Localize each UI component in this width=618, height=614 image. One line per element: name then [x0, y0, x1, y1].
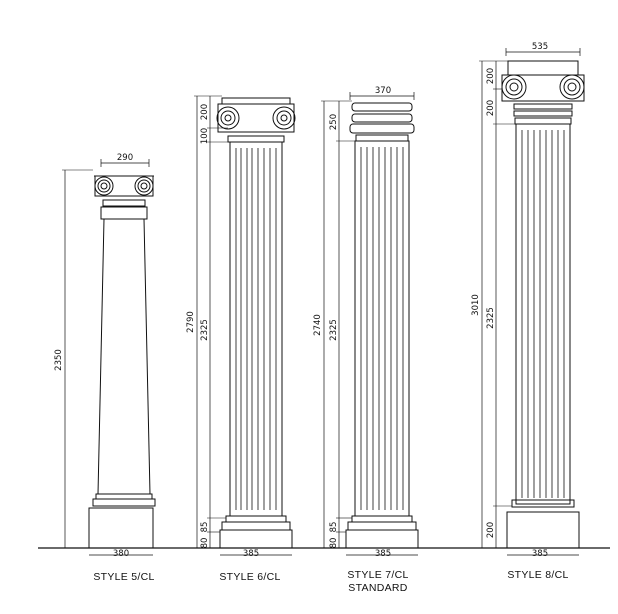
shaft — [354, 140, 410, 517]
base-torus-bottom — [221, 521, 291, 531]
base-torus-bottom — [347, 521, 417, 531]
base-plinth — [345, 529, 419, 549]
dim-base-width: 385 — [375, 549, 391, 559]
column-style-8: 535 3010 200 200 2325 200 385 — [471, 42, 585, 559]
column-style-7: 370 2740 250 2325 85 80 385 — [313, 86, 419, 559]
volute-right-icon — [559, 74, 585, 100]
capital-echinus — [217, 103, 295, 133]
capital-band-3 — [349, 123, 415, 134]
dim-height: 2350 — [54, 349, 64, 371]
base-plinth — [219, 529, 293, 549]
dim-total: 2740 — [313, 314, 323, 336]
shaft — [515, 123, 571, 505]
shaft-flutes — [521, 130, 565, 498]
dim-total: 2790 — [186, 311, 196, 333]
astragal — [355, 134, 409, 142]
shaft-flutes — [360, 147, 404, 510]
caption-style-7-sub: STANDARD — [348, 582, 407, 594]
capital-ring-1 — [513, 103, 573, 110]
dim-base-b: 85 — [200, 522, 210, 533]
capital-band-1 — [351, 102, 413, 112]
caption-style-7: STYLE 7/CL — [347, 569, 408, 581]
column-style-5: 290 2350 380 — [54, 153, 156, 559]
dim-shaft: 2325 — [200, 319, 210, 341]
base-torus-top — [351, 515, 413, 523]
dim-top-width: 370 — [375, 86, 391, 96]
necking — [100, 206, 148, 220]
abacus — [507, 60, 579, 76]
volute-left-icon — [501, 74, 527, 100]
base-torus — [511, 499, 575, 508]
shaft-flutes — [235, 148, 277, 510]
astragal — [102, 199, 146, 207]
dim-shaft: 2325 — [486, 307, 496, 329]
dim-plinth: 200 — [486, 522, 496, 538]
dim-base-width: 385 — [532, 549, 548, 559]
dim-capital-neck: 200 — [486, 100, 496, 116]
column-style-6: 2790 200 100 2325 85 80 385 — [186, 95, 296, 559]
base-plinth-top — [92, 498, 156, 507]
base-torus-top — [225, 515, 287, 523]
caption-style-5: STYLE 5/CL — [93, 571, 154, 583]
base-plinth — [88, 507, 154, 549]
caption-style-6: STYLE 6/CL — [219, 571, 280, 583]
dim-capital: 250 — [329, 114, 339, 130]
dim-top-width: 535 — [532, 42, 548, 52]
volute-left-icon — [216, 106, 240, 130]
dim-capital-top: 200 — [486, 68, 496, 84]
abacus — [221, 97, 291, 105]
dim-total: 3010 — [471, 294, 481, 316]
dim-capital-neck: 100 — [200, 128, 210, 144]
shaft — [229, 141, 283, 517]
dim-capital-top: 200 — [200, 104, 210, 120]
dim-base-width: 385 — [243, 549, 259, 559]
base-torus — [95, 493, 153, 500]
dim-shaft: 2325 — [329, 319, 339, 341]
base-plinth — [506, 511, 580, 549]
capital-band-2 — [351, 113, 413, 123]
caption-style-8: STYLE 8/CL — [507, 569, 568, 581]
astragal — [514, 117, 572, 125]
capital-echinus — [94, 175, 154, 197]
volute-left-icon — [94, 176, 114, 196]
volute-right-icon — [134, 176, 154, 196]
shaft — [97, 218, 151, 495]
astragal — [227, 135, 285, 143]
dim-base-width: 380 — [113, 549, 129, 559]
dim-top-width: 290 — [117, 153, 133, 163]
volute-right-icon — [272, 106, 296, 130]
dim-base-b: 85 — [329, 522, 339, 533]
capital-ring-2 — [513, 110, 573, 117]
dim-base-a: 80 — [200, 538, 210, 549]
dim-base-a: 80 — [329, 538, 339, 549]
